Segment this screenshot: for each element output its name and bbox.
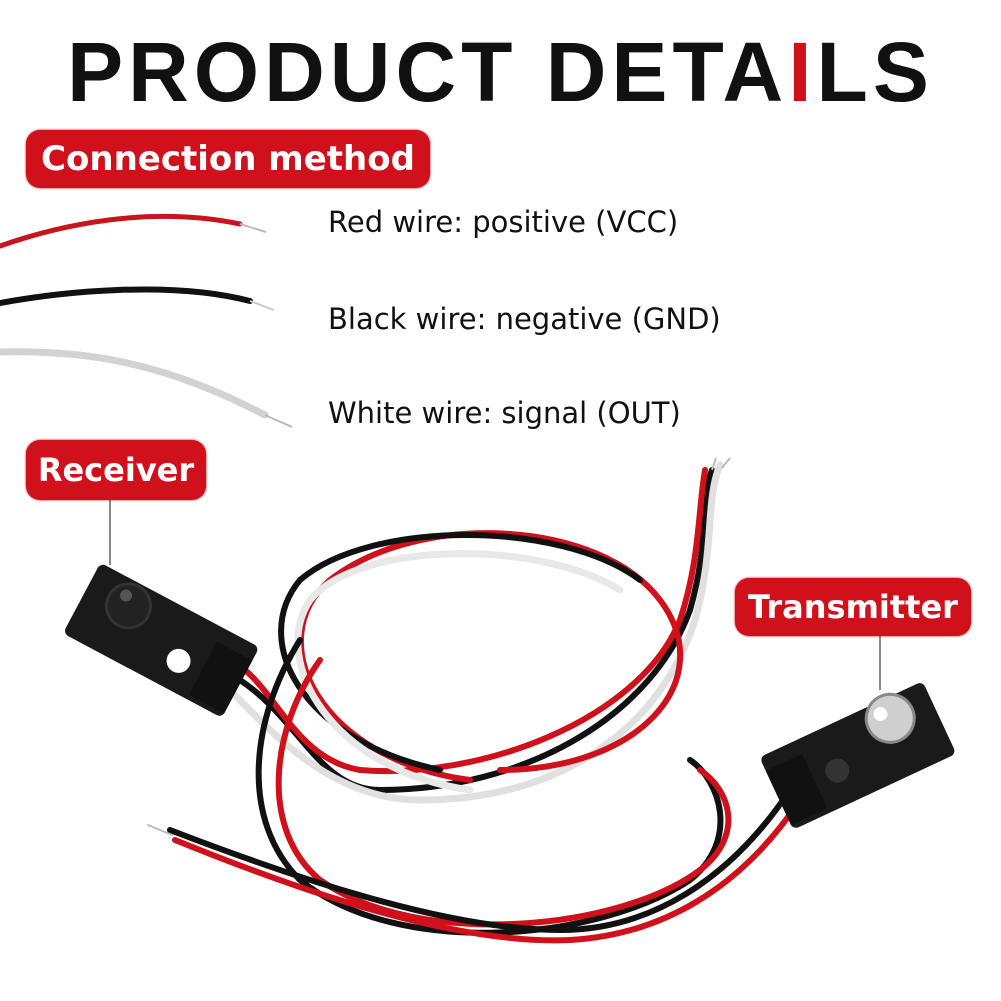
page-title: PRODUCT DETAILS [67,25,934,119]
white-wire-description: White wire: signal (OUT) [328,396,681,430]
transmitter-lens [864,692,916,744]
red-wire-tip [239,223,267,233]
transmitter-label: Transmitter [735,578,971,636]
transmitter-sensor [761,683,955,828]
red-wire-sample [0,213,243,249]
black-wire-tip [249,300,275,311]
receiver-label: Receiver [26,440,206,500]
connection-method-heading: Connection method [26,130,430,188]
receiver-sensor [65,564,258,716]
title-accent-letter: I [788,25,817,119]
white-wire-tip [264,414,293,428]
red-wire-description: Red wire: positive (VCC) [328,205,679,239]
white-wire-sample [0,348,269,419]
black-wire-sample [0,286,253,306]
legend-wires [0,213,293,428]
black-wire-description: Black wire: negative (GND) [328,302,721,336]
receiver-lens [104,582,152,630]
cable-bundle [147,461,803,944]
